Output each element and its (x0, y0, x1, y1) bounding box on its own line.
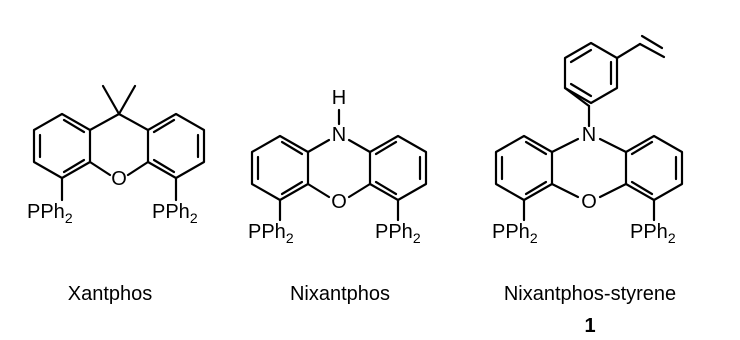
styrene-nitrogen-label: N (582, 124, 596, 146)
nixantphos-styrene-name: Nixantphos-styrene (504, 283, 676, 305)
xantphos-right-ring (146, 112, 206, 180)
nixantphos-left-phosphine-label: PPh2 (248, 221, 294, 246)
xantphos-oxygen-label: O (111, 168, 127, 190)
nixantphos-hydrogen-label: H (332, 87, 346, 109)
nixantphos-styrene-structure: N O PPh2 PPh2 Nixantphos-styrene 1 (492, 34, 684, 337)
nixantphos-right-phosphine-label: PPh2 (375, 221, 421, 246)
compound-number: 1 (584, 315, 595, 337)
styrene-right-ring (624, 134, 684, 202)
styrene-left-phosphine-label: PPh2 (492, 221, 538, 246)
nixantphos-nitrogen-label: N (332, 124, 346, 146)
xantphos-structure: O PPh2 PPh2 Xantphos (27, 84, 206, 305)
styrene-oxygen-label: O (581, 191, 597, 213)
xantphos-left-phosphine-label: PPh2 (27, 201, 73, 226)
nixantphos-name: Nixantphos (290, 283, 390, 305)
xantphos-left-ring (32, 112, 92, 180)
nixantphos-oxygen-label: O (331, 191, 347, 213)
xantphos-name: Xantphos (68, 283, 153, 305)
styrene-left-ring (494, 134, 554, 202)
xantphos-right-phosphine-label: PPh2 (152, 201, 198, 226)
nixantphos-structure: H N O PPh2 PPh2 Nixantphos (248, 87, 428, 305)
styrene-right-phosphine-label: PPh2 (630, 221, 676, 246)
nixantphos-right-ring (368, 134, 428, 202)
nixantphos-left-ring (250, 134, 310, 202)
